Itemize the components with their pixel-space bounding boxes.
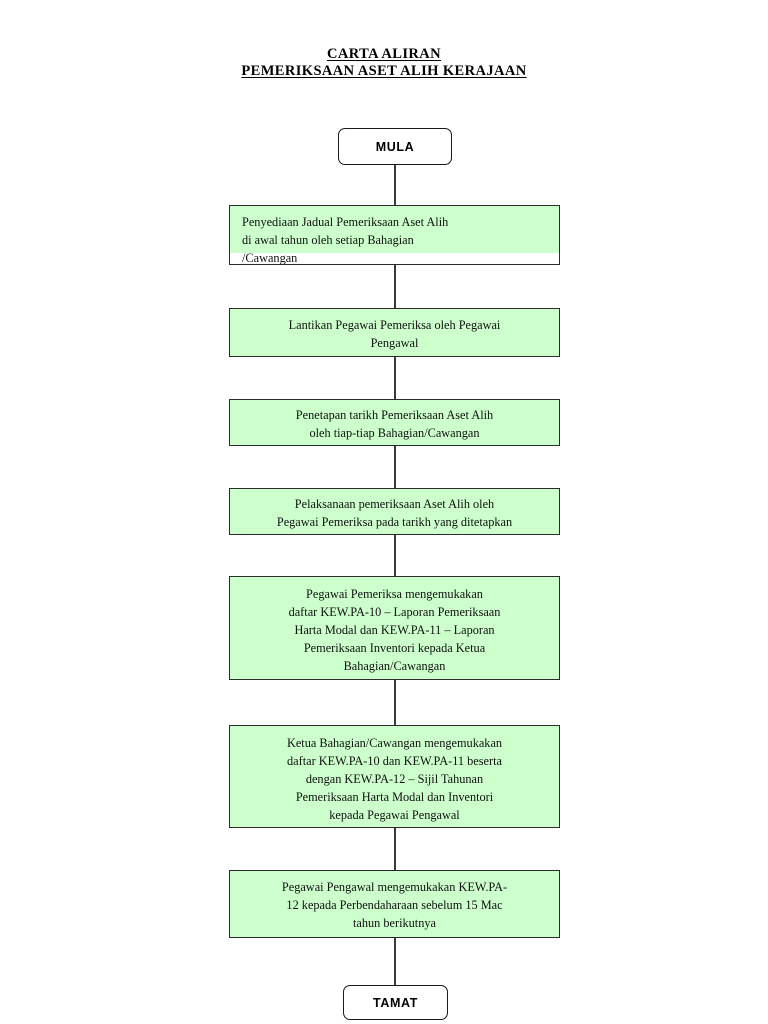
node-end-label: TAMAT xyxy=(373,995,418,1010)
node-start-label: MULA xyxy=(375,139,415,154)
page-title-line-1: CARTA ALIRAN xyxy=(0,46,768,63)
connector-step6-to-step7 xyxy=(394,828,396,870)
title-underline-2: PEMERIKSAAN ASET ALIH KERAJAAN xyxy=(241,63,526,79)
connector-step3-to-step4 xyxy=(394,446,396,488)
connector-step4-to-step5 xyxy=(394,535,396,576)
node-step-5-fill xyxy=(230,577,559,679)
node-step-3[interactable]: Penetapan tarikh Pemeriksaan Aset Alih o… xyxy=(229,399,560,446)
page-title-line-2: PEMERIKSAAN ASET ALIH KERAJAAN xyxy=(0,63,768,80)
connector-step2-to-step3 xyxy=(394,357,396,399)
node-step-7-label: Pegawai Pengawal mengemukakan KEW.PA- 12… xyxy=(281,880,508,930)
node-step-1-fill xyxy=(230,206,559,253)
node-step-3-label: Penetapan tarikh Pemeriksaan Aset Alih o… xyxy=(295,408,494,440)
node-step-4[interactable]: Pelaksanaan pemeriksaan Aset Alih oleh P… xyxy=(229,488,560,535)
node-step-6-label: Ketua Bahagian/Cawangan mengemukakan daf… xyxy=(286,736,503,822)
node-step-2-label: Lantikan Pegawai Pemeriksa oleh Pegawai … xyxy=(288,318,501,350)
node-end-tamat[interactable]: TAMAT xyxy=(343,985,448,1020)
node-step-1[interactable]: Penyediaan Jadual Pemeriksaan Aset Alih … xyxy=(229,205,560,265)
node-step-3-fill xyxy=(230,400,559,445)
connector-step5-to-step6 xyxy=(394,680,396,725)
node-step-2-fill xyxy=(230,309,559,356)
connector-step1-to-step2 xyxy=(394,265,396,308)
node-step-1-label: Penyediaan Jadual Pemeriksaan Aset Alih … xyxy=(242,215,449,265)
node-start-mula[interactable]: MULA xyxy=(338,128,452,165)
title-underline-1: CARTA ALIRAN xyxy=(327,46,441,62)
node-step-4-fill xyxy=(230,489,559,534)
title-text-1: CARTA ALIRAN xyxy=(327,46,441,62)
node-step-4-label: Pelaksanaan pemeriksaan Aset Alih oleh P… xyxy=(276,497,513,529)
title-text-2: PEMERIKSAAN ASET ALIH KERAJAAN xyxy=(241,63,527,79)
node-step-5-label: Pegawai Pemeriksa mengemukakan daftar KE… xyxy=(288,587,501,673)
page-title: CARTA ALIRAN PEMERIKSAAN ASET ALIH KERAJ… xyxy=(0,46,768,80)
node-step-6-fill xyxy=(230,726,559,827)
connector-step7-to-end xyxy=(394,938,396,985)
node-step-5[interactable]: Pegawai Pemeriksa mengemukakan daftar KE… xyxy=(229,576,560,680)
node-step-6[interactable]: Ketua Bahagian/Cawangan mengemukakan daf… xyxy=(229,725,560,828)
node-step-2[interactable]: Lantikan Pegawai Pemeriksa oleh Pegawai … xyxy=(229,308,560,357)
node-step-7[interactable]: Pegawai Pengawal mengemukakan KEW.PA- 12… xyxy=(229,870,560,938)
connector-start-to-step1 xyxy=(394,165,396,205)
node-step-7-fill xyxy=(230,871,559,937)
